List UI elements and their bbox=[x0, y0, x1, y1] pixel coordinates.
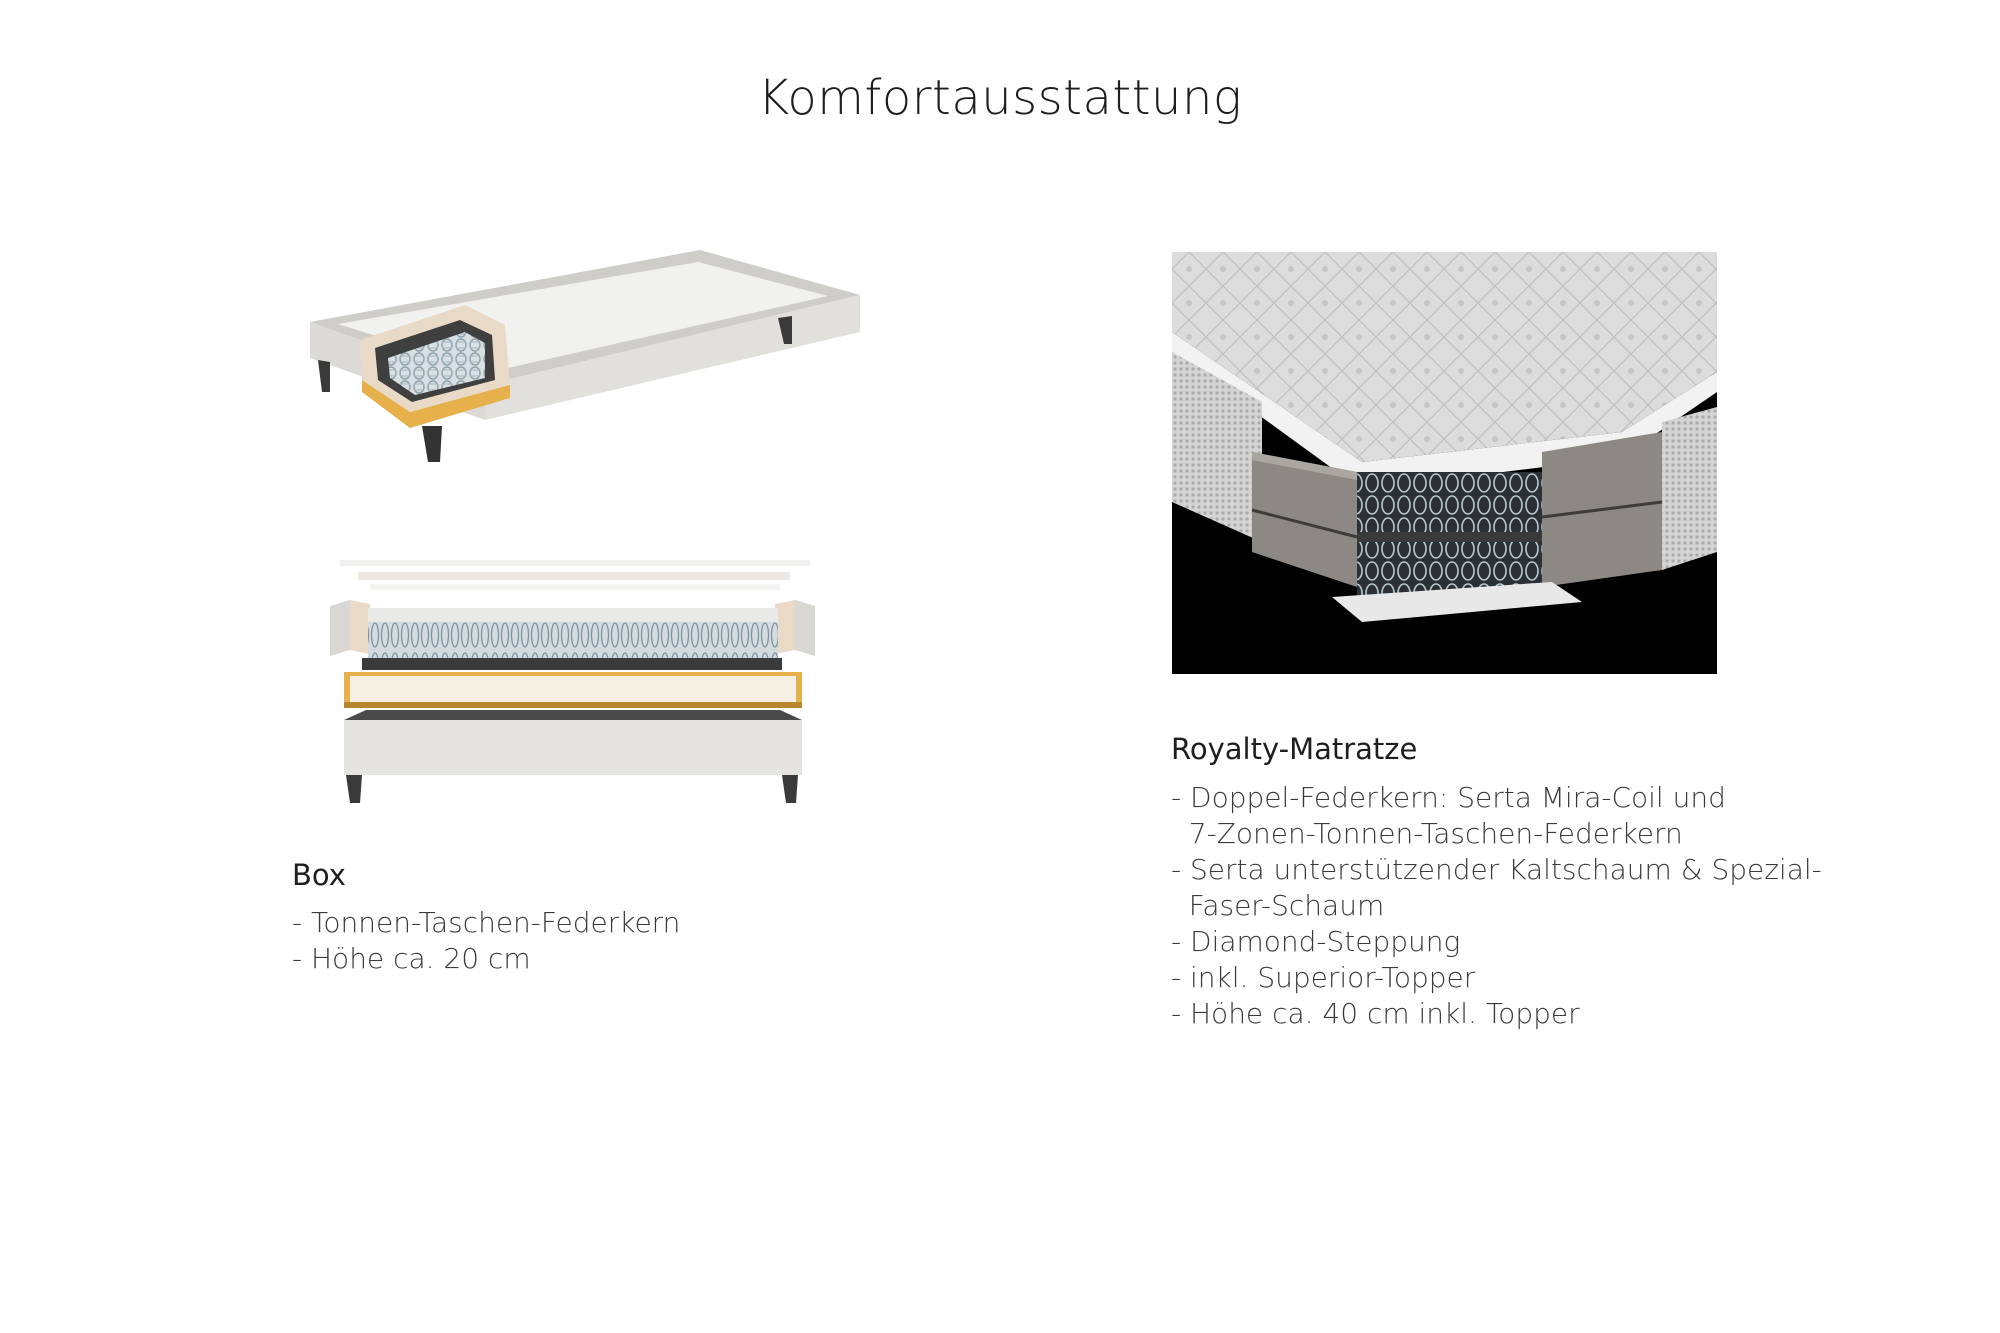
box-cutaway-illustration bbox=[310, 250, 860, 462]
list-item: - Tonnen-Taschen-Federkern bbox=[292, 906, 681, 939]
box-exploded-illustration bbox=[330, 560, 815, 803]
list-item: - Höhe ca. 40 cm inkl. Topper bbox=[1171, 997, 1580, 1030]
list-item: - Doppel-Federkern: Serta Mira-Coil und bbox=[1171, 781, 1726, 814]
list-item: Faser-Schaum bbox=[1171, 889, 1385, 922]
box-feature-list: - Tonnen-Taschen-Federkern - Höhe ca. 20… bbox=[292, 905, 680, 977]
list-item: - inkl. Superior-Topper bbox=[1171, 961, 1476, 994]
page-title: Komfortausstattung bbox=[757, 70, 1243, 126]
list-item: - Serta unterstützender Kaltschaum & Spe… bbox=[1171, 853, 1822, 886]
mattress-heading: Royalty-Matratze bbox=[1171, 732, 1418, 766]
box-heading: Box bbox=[292, 858, 346, 892]
list-item: - Diamond-Steppung bbox=[1171, 925, 1461, 958]
mattress-cutaway-photo bbox=[1172, 252, 1717, 674]
list-item: - Höhe ca. 20 cm bbox=[292, 942, 531, 975]
mattress-feature-list: - Doppel-Federkern: Serta Mira-Coil und … bbox=[1171, 780, 1822, 1032]
list-item: 7-Zonen-Tonnen-Taschen-Federkern bbox=[1171, 817, 1683, 850]
